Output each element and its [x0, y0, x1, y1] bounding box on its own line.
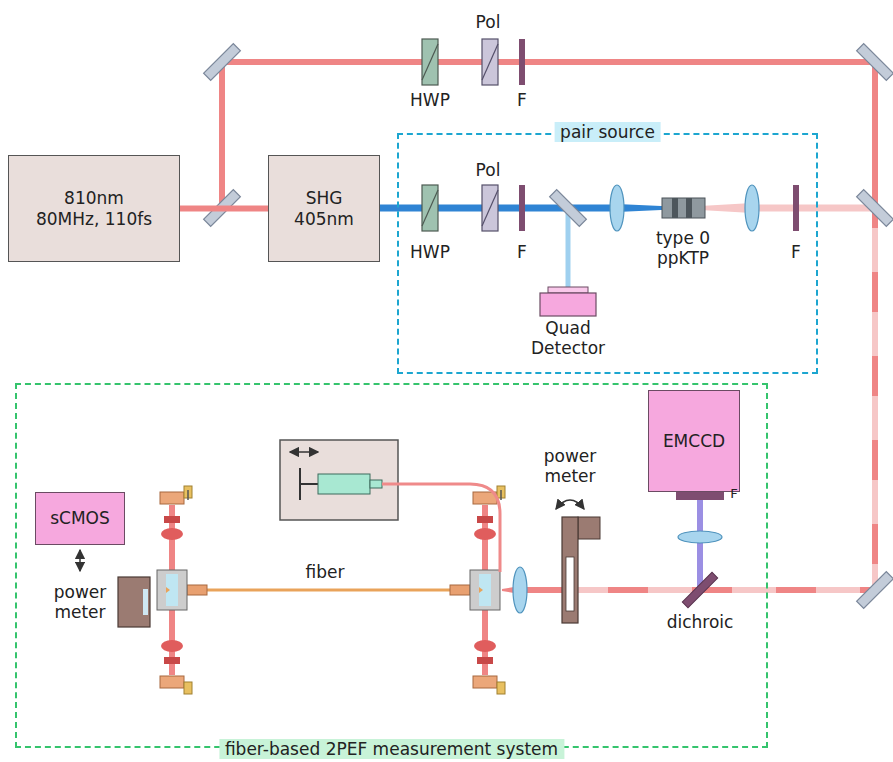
lens [610, 185, 624, 231]
mirror [550, 190, 587, 227]
fiber [187, 589, 470, 592]
lens [745, 185, 759, 231]
dichroic-mirror [682, 572, 717, 607]
mirror [857, 572, 893, 609]
syringe-pump [300, 483, 318, 485]
quad-detector: Quad Detector [522, 286, 614, 359]
mirror [857, 44, 893, 81]
measurement-region: fiber-based 2PEF measurement systemEMCCD… [15, 383, 768, 748]
fiber [187, 585, 207, 595]
laser-beam [872, 228, 878, 590]
fluorescence-beam [697, 500, 703, 590]
power-meter: power meter [532, 446, 608, 627]
scmos-camera: sCMOS [35, 492, 125, 545]
move-arrow [80, 550, 81, 571]
polarizer [482, 185, 498, 231]
syringe-pump [382, 484, 500, 572]
component-label: F [791, 242, 801, 262]
fiber-mount [157, 486, 192, 694]
ppktp-crystal [662, 198, 705, 218]
fluorescence-beam [700, 500, 701, 590]
waveplate [422, 185, 438, 231]
syringe-pump [318, 474, 370, 494]
component-label: F [517, 242, 527, 262]
syringe-pump [280, 440, 398, 520]
camera-label: EMCCD [663, 431, 725, 451]
syringe-pump [280, 440, 500, 572]
photon-pair-beam [683, 203, 875, 213]
instrument-symbol [116, 575, 152, 629]
ppktp-crystal [672, 198, 678, 218]
laser-beam [222, 62, 875, 594]
ppktp-crystal [686, 198, 692, 218]
camera-label: sCMOS [50, 508, 110, 528]
instrument-symbol [538, 286, 598, 318]
photon-pair-beam [752, 205, 875, 212]
waveplate [422, 39, 438, 85]
mirror [204, 44, 893, 609]
fiber [187, 585, 470, 595]
filter [676, 492, 724, 500]
laser-beam [180, 206, 268, 212]
component-label: dichroic [667, 612, 734, 632]
ppktp-crystal [662, 198, 705, 218]
mirror [857, 190, 893, 227]
instrument-symbol [532, 487, 608, 627]
pair-source-region: pair sourceQuad Detector [397, 133, 818, 374]
waveplate [422, 39, 438, 231]
polarizer [482, 39, 498, 231]
shg-box: SHG 405nm [268, 155, 380, 262]
filter [793, 185, 799, 231]
fiber [450, 585, 470, 595]
meter-label: power meter [535, 446, 605, 487]
move-arrow [79, 550, 81, 571]
syringe-pump [290, 451, 318, 453]
mirror [204, 44, 241, 81]
meter-label: power meter [48, 582, 112, 623]
pump-beam [566, 208, 571, 288]
component-label: F [517, 90, 527, 110]
filter [519, 39, 799, 500]
filter [519, 185, 525, 231]
shg-label: SHG 405nm [288, 188, 360, 229]
component-label: HWP [410, 242, 450, 262]
component-label: HWP [410, 90, 450, 110]
laser-beam [222, 62, 875, 590]
lens [513, 567, 527, 613]
syringe-pump [370, 480, 382, 488]
emccd-camera: EMCCD [648, 390, 740, 492]
lens [513, 185, 759, 613]
component-label: Pol [476, 160, 501, 180]
polarizer [482, 39, 498, 85]
power-meter: power meter [30, 575, 152, 629]
component-label: type 0 ppKTP [645, 228, 721, 269]
region-title: fiber-based 2PEF measurement system [219, 739, 564, 759]
dichroic-mirror [682, 572, 717, 607]
component-label: F [730, 486, 737, 502]
laser-box: 810nm 80MHz, 110fs [8, 155, 180, 262]
filter [519, 39, 525, 85]
component-label: Pol [476, 12, 501, 32]
lens [678, 531, 722, 543]
region-title: pair source [554, 122, 661, 142]
detector-label: Quad Detector [523, 318, 613, 359]
component-label: fiber [306, 562, 345, 582]
laser-spec: 810nm 80MHz, 110fs [33, 188, 155, 229]
